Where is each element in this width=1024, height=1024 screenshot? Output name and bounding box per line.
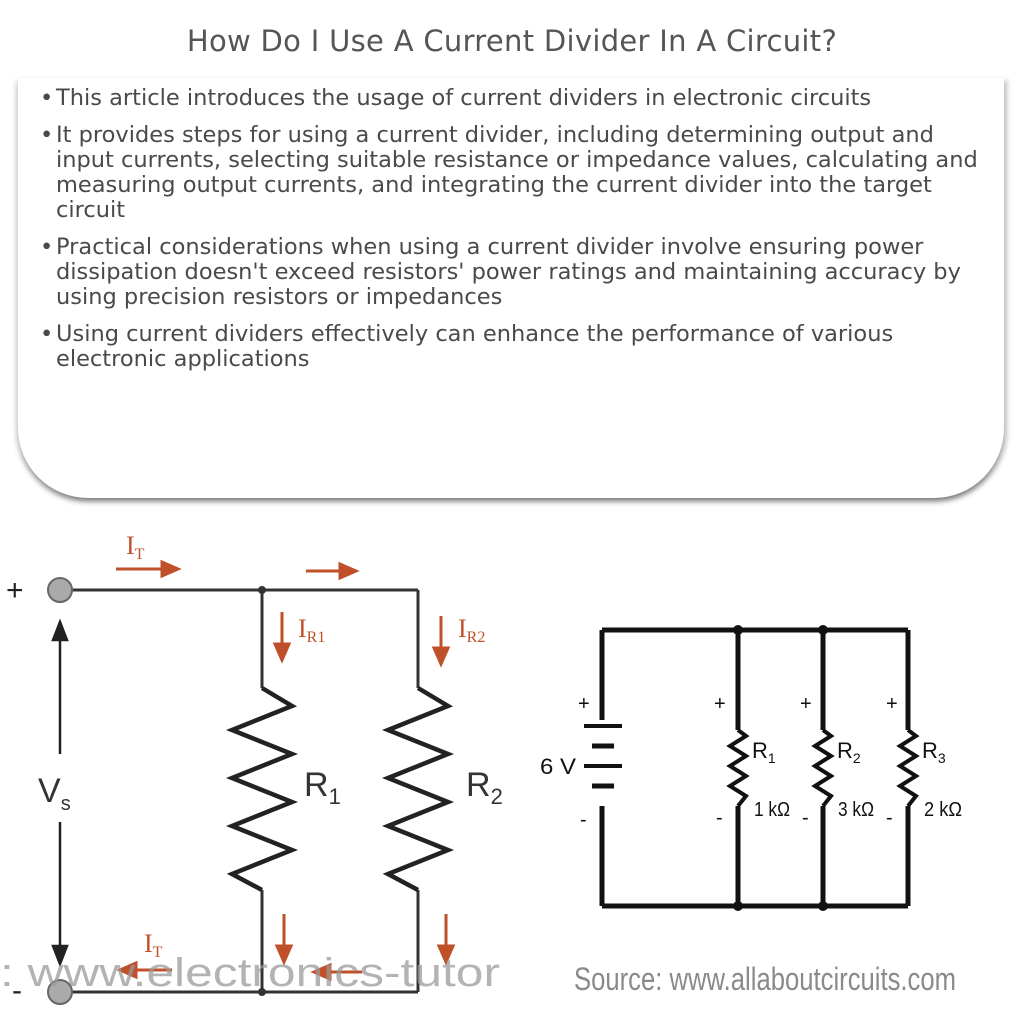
label-vs: Vs xyxy=(38,772,71,815)
bullet-text: Using current dividers effectively can e… xyxy=(56,321,894,372)
resistor-r2-symbol xyxy=(381,686,455,892)
junction-dot xyxy=(733,901,743,911)
parallel-circuit-diagram: + - IT IR1 IR2 Vs R1 R2 IT : www.electro… xyxy=(0,531,503,1007)
current-arrows xyxy=(116,559,456,982)
source-credit: Source: www.allaboutcircuits.com xyxy=(574,961,956,997)
label-r2: R2 xyxy=(466,766,503,809)
terminal-negative xyxy=(47,979,73,1005)
r2-value: 3 kΩ xyxy=(838,799,874,821)
summary-list: •This article introduces the usage of cu… xyxy=(36,86,986,384)
page-title: How Do I Use A Current Divider In A Circ… xyxy=(186,24,838,58)
minus-sign: - xyxy=(12,974,22,1007)
battery-symbol xyxy=(584,724,622,789)
junction-dot xyxy=(818,901,828,911)
r2-minus: - xyxy=(802,807,809,829)
label-it-top: IT xyxy=(126,531,145,563)
bullet-item: •It provides steps for using a current d… xyxy=(36,123,986,223)
junction-dot xyxy=(258,586,266,594)
bullet-dot: • xyxy=(40,122,54,148)
battery-plus: + xyxy=(578,693,590,715)
bullet-dot: • xyxy=(40,85,54,111)
bullet-dot: • xyxy=(40,234,54,260)
battery-minus: - xyxy=(580,809,587,831)
label-r1: R1 xyxy=(304,766,341,809)
label-ir1: IR1 xyxy=(298,614,325,646)
network-wires xyxy=(599,627,911,909)
r1-plus: + xyxy=(714,693,726,715)
resistor-r1-symbol xyxy=(726,728,750,808)
source-voltage-label: 6 V xyxy=(540,754,576,779)
r3-value: 2 kΩ xyxy=(924,799,962,821)
junction-dot xyxy=(733,625,743,635)
r2-plus: + xyxy=(800,693,812,715)
r3-label: R3 xyxy=(922,738,946,766)
label-ir2: IR2 xyxy=(458,614,485,646)
r3-plus: + xyxy=(886,693,898,715)
resistor-network-diagram: + - 6 V + - R1 1 kΩ + - R2 3 kΩ + - R3 2… xyxy=(540,625,962,997)
r1-value: 1 kΩ xyxy=(754,799,790,821)
label-it-bottom: IT xyxy=(144,929,163,961)
resistor-r3-symbol xyxy=(896,728,920,808)
terminal-positive xyxy=(47,577,73,603)
bullet-item: •Practical considerations when using a c… xyxy=(36,235,986,310)
bullet-text: This article introduces the usage of cur… xyxy=(56,85,872,111)
watermark-text: : www.electronics-tutor xyxy=(0,951,500,995)
r2-label: R2 xyxy=(837,738,861,766)
junction-dot xyxy=(258,988,266,996)
bullet-text: It provides steps for using a current di… xyxy=(56,122,978,223)
resistor-r1-symbol xyxy=(225,686,299,892)
r3-minus: - xyxy=(886,807,893,829)
summary-card xyxy=(18,78,1004,498)
bullet-item: •Using current dividers effectively can … xyxy=(36,322,986,372)
junction-dot xyxy=(818,625,828,635)
plus-sign: + xyxy=(6,574,24,607)
voltage-arrow xyxy=(51,618,69,968)
circuit-wires xyxy=(72,588,420,994)
bullet-dot: • xyxy=(40,321,54,347)
resistor-r2-symbol xyxy=(811,728,835,808)
bullet-text: Practical considerations when using a cu… xyxy=(56,234,961,310)
r1-label: R1 xyxy=(752,738,776,766)
r1-minus: - xyxy=(716,807,723,829)
bullet-item: •This article introduces the usage of cu… xyxy=(36,86,986,111)
